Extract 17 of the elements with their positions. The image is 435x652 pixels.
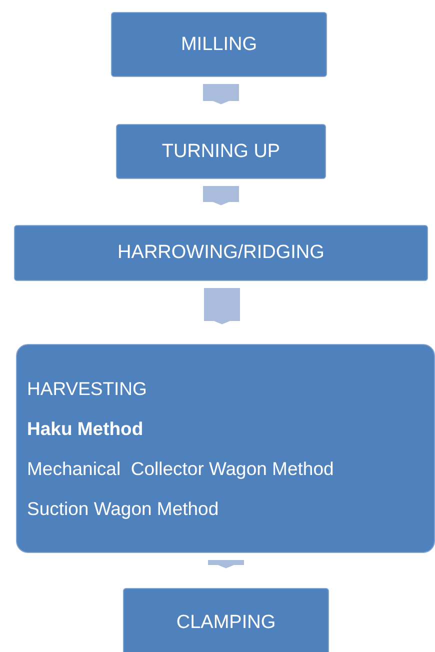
- block-arrow: [208, 560, 244, 568]
- step-title: HARVESTING: [27, 376, 147, 400]
- block-arrow: [203, 186, 239, 206]
- block-arrow: [204, 288, 240, 324]
- process-box: [116, 124, 326, 179]
- process-box: [14, 225, 428, 281]
- method-item: Haku Method: [27, 416, 144, 440]
- list-box: [16, 344, 435, 553]
- step-title: CLAMPING: [176, 612, 276, 634]
- block-arrow: [203, 84, 239, 104]
- process-box: [111, 12, 327, 77]
- step-title: MILLING: [180, 34, 258, 56]
- process-box: [123, 588, 329, 652]
- step-title: TURNING UP: [162, 140, 280, 162]
- method-item: Mechanical Collector Wagon Method: [27, 456, 334, 480]
- method-item: Suction Wagon Method: [27, 496, 219, 520]
- step-title: HARROWING/RIDGING: [118, 242, 324, 264]
